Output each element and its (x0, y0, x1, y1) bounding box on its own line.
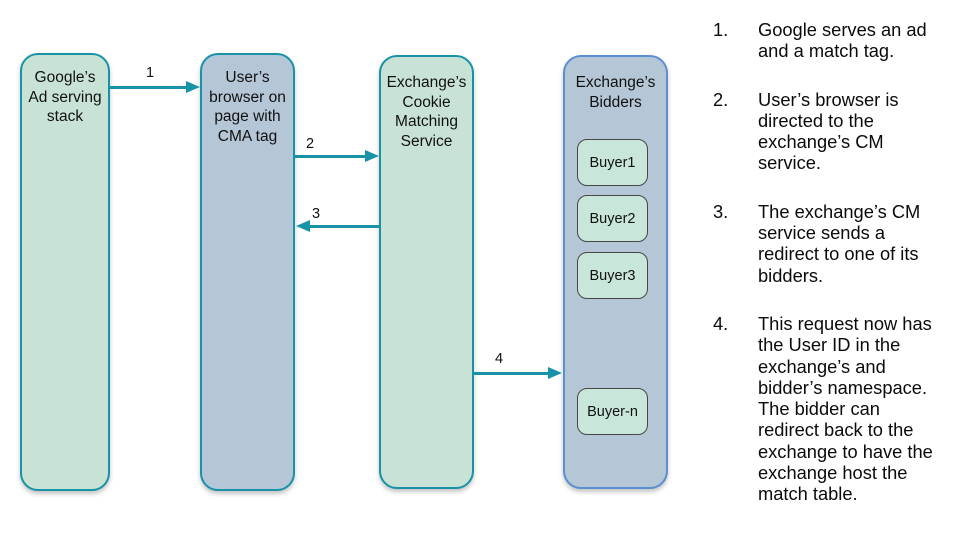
step-2-number: 2. (713, 88, 729, 110)
step-item-4: 4. This request now has the User ID in t… (713, 313, 959, 505)
buyer1-box: Buyer1 (577, 139, 648, 186)
step-1-text: Google serves an ad and a match tag. (758, 19, 927, 62)
steps-list: 1. Google serves an ad and a match tag. … (713, 19, 959, 532)
step-4-number: 4. (713, 312, 729, 334)
arrow2-head-icon (365, 150, 379, 162)
arrow4-line (474, 372, 549, 375)
step-item-3: 3. The exchange’s CM service sends a red… (713, 201, 959, 286)
arrow4-number: 4 (495, 351, 504, 367)
buyer-n-label: Buyer-n (587, 403, 638, 420)
step-item-1: 1. Google serves an ad and a match tag. (713, 19, 959, 62)
arrow1-number: 1 (146, 65, 155, 81)
step-item-2: 2. User’s browser is directed to the exc… (713, 89, 959, 174)
buyer1-label: Buyer1 (589, 154, 636, 171)
arrow1-line (110, 86, 187, 89)
node-cookie-matching-service: Exchange’s Cookie Matching Service (379, 55, 474, 489)
node-exchange-bidders-label: Exchange’s Bidders (575, 74, 656, 111)
step-2-text: User’s browser is directed to the exchan… (758, 88, 899, 174)
node-user-browser: User’s browser on page with CMA tag (200, 53, 295, 491)
node-google-ad-stack-label: Google’s Ad serving stack (28, 69, 102, 125)
node-google-ad-stack: Google’s Ad serving stack (20, 53, 110, 491)
buyer2-label: Buyer2 (589, 210, 636, 227)
buyer3-label: Buyer3 (589, 267, 636, 284)
arrow4-head-icon (548, 367, 562, 379)
step-1-number: 1. (713, 19, 729, 40)
arrow3-number: 3 (312, 206, 321, 222)
node-exchange-bidders: Exchange’s Bidders Buyer1 Buyer2 Buyer3 … (563, 55, 668, 489)
node-cookie-matching-service-label: Exchange’s Cookie Matching Service (386, 74, 467, 150)
arrow1-head-icon (186, 81, 200, 93)
buyer2-box: Buyer2 (577, 195, 648, 242)
arrow3-line (309, 225, 379, 228)
arrow3-head-icon (296, 220, 310, 232)
node-user-browser-label: User’s browser on page with CMA tag (209, 69, 286, 145)
step-4-text: This request now has the User ID in the … (758, 312, 933, 505)
arrow2-number: 2 (306, 136, 315, 152)
step-3-text: The exchange’s CM service sends a redire… (758, 200, 921, 286)
arrow2-line (295, 155, 367, 158)
buyer3-box: Buyer3 (577, 252, 648, 299)
buyer-n-box: Buyer-n (577, 388, 648, 435)
step-3-number: 3. (713, 200, 729, 222)
